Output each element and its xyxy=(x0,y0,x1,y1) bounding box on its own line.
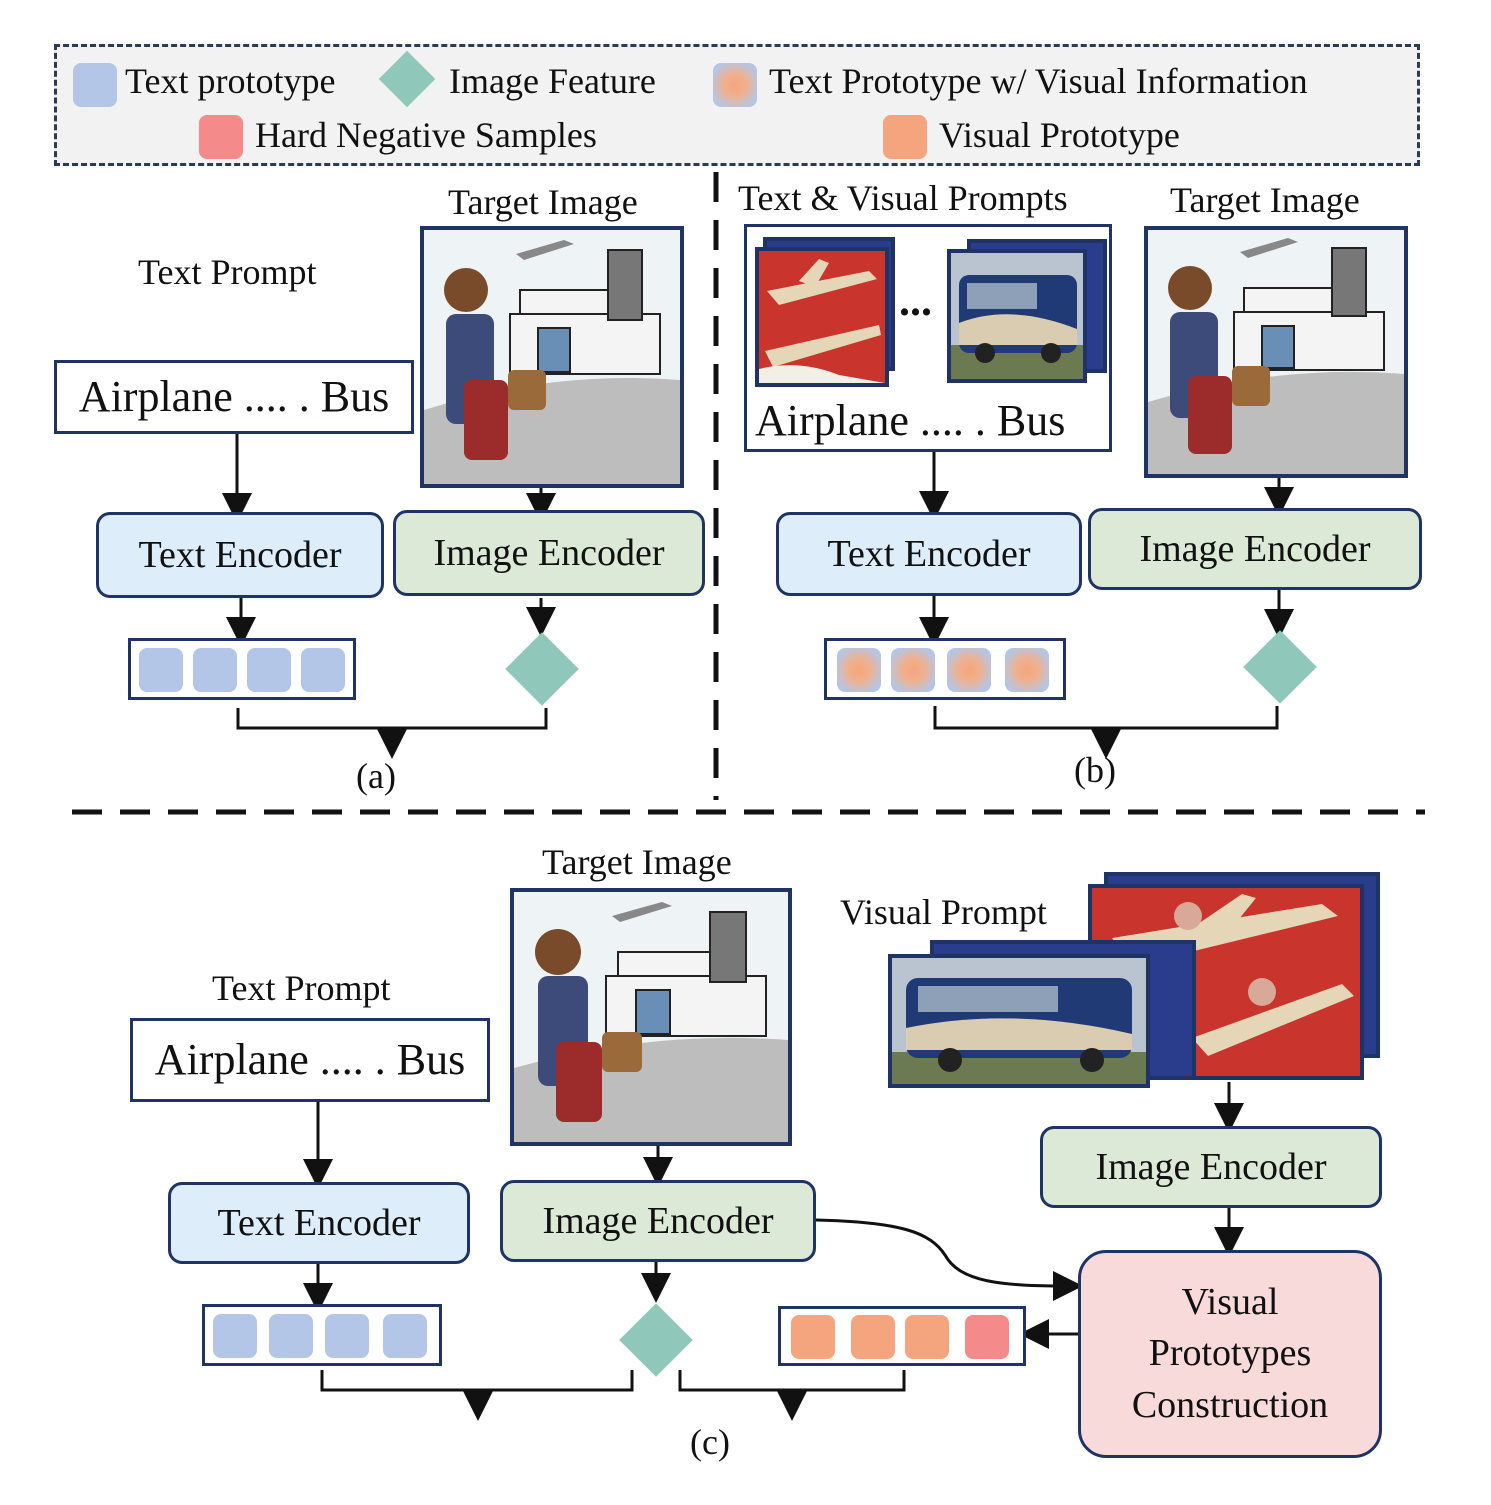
panel-b-target-image xyxy=(1144,226,1408,478)
legend-image-feature-label: Image Feature xyxy=(449,61,656,101)
vpc-line-3: Construction xyxy=(1131,1383,1329,1426)
legend-visual-prototype-swatch xyxy=(883,115,927,159)
legend-text-prototype-swatch xyxy=(73,63,117,107)
panel-b-target-image-label: Target Image xyxy=(1170,180,1360,220)
panel-a-prompt-box: Airplane .... . Bus xyxy=(54,360,414,434)
legend-text-prototype-visual-swatch xyxy=(713,63,757,107)
text-prototype-visual-cell xyxy=(837,648,881,692)
panel-b-airplane-image xyxy=(755,247,889,387)
panel-b-prompts-title: Text & Visual Prompts xyxy=(738,178,1068,218)
legend-text-prototype-visual-label: Text Prototype w/ Visual Information xyxy=(769,61,1308,101)
hard-negative-cell xyxy=(965,1315,1009,1359)
panel-b-bus-image xyxy=(947,249,1087,383)
panel-c-visual-prompt-label: Visual Prompt xyxy=(840,892,1047,932)
panel-b-text-encoder: Text Encoder xyxy=(776,512,1082,596)
panel-c-text-encoder: Text Encoder xyxy=(168,1182,470,1264)
panel-a-text-prototype-vector xyxy=(128,638,356,700)
panel-c-target-image xyxy=(510,888,792,1146)
panel-c-image-encoder-right: Image Encoder xyxy=(1040,1126,1382,1208)
legend: Text prototype Image Feature Text Protot… xyxy=(54,44,1420,166)
airport-scene-icon xyxy=(514,892,788,1142)
panel-b-ellipsis: ... xyxy=(899,276,932,325)
panel-b-caption: (b) xyxy=(1074,750,1116,790)
bus-photo-icon xyxy=(951,253,1083,379)
visual-prototype-cell xyxy=(791,1315,835,1359)
panel-a-caption: (a) xyxy=(356,756,396,796)
text-prototype-cell xyxy=(193,648,237,692)
text-prototype-cell xyxy=(325,1314,369,1358)
text-prototype-cell xyxy=(139,648,183,692)
panel-c-text-prototype-vector xyxy=(202,1304,442,1366)
vpc-line-1: Visual xyxy=(1181,1281,1279,1324)
panel-c-target-image-label: Target Image xyxy=(542,842,732,882)
panel-c-visual-prototypes-construction: Visual Prototypes Construction xyxy=(1078,1250,1382,1458)
visual-prototype-cell xyxy=(905,1315,949,1359)
panel-c-caption: (c) xyxy=(690,1422,730,1462)
legend-hard-negative-label: Hard Negative Samples xyxy=(255,115,597,155)
legend-visual-prototype-label: Visual Prototype xyxy=(939,115,1180,155)
panel-b-text-prototype-visual-vector xyxy=(824,638,1066,700)
vpc-line-2: Prototypes xyxy=(1148,1332,1312,1375)
panel-a-text-prompt-label: Text Prompt xyxy=(138,252,317,292)
panel-c-visual-prototype-vector xyxy=(778,1306,1026,1366)
panel-b-image-encoder: Image Encoder xyxy=(1088,508,1422,590)
text-prototype-visual-cell xyxy=(1005,648,1049,692)
panel-a-target-image xyxy=(420,226,684,488)
panel-b-prompt-text: Airplane .... . Bus xyxy=(755,396,1066,445)
text-prototype-visual-cell xyxy=(891,648,935,692)
legend-text-prototype-label: Text prototype xyxy=(125,61,336,101)
bus-photo-icon xyxy=(892,958,1146,1084)
text-prototype-visual-cell xyxy=(947,648,991,692)
airport-scene-icon xyxy=(424,230,680,484)
text-prototype-cell xyxy=(383,1314,427,1358)
panel-a-target-image-label: Target Image xyxy=(448,182,638,222)
panel-c-bus-image xyxy=(888,954,1150,1088)
panel-b-prompt-box: ... Airplane .... . Bus xyxy=(744,224,1112,452)
text-prototype-cell xyxy=(301,648,345,692)
panel-c-image-encoder: Image Encoder xyxy=(500,1180,816,1262)
panel-a-text-encoder: Text Encoder xyxy=(96,512,384,598)
text-prototype-cell xyxy=(247,648,291,692)
text-prototype-cell xyxy=(269,1314,313,1358)
panel-a-image-encoder: Image Encoder xyxy=(393,510,705,596)
panel-c-prompt-box: Airplane .... . Bus xyxy=(130,1018,490,1102)
visual-prototype-cell xyxy=(851,1315,895,1359)
airplane-poster-icon xyxy=(759,251,885,383)
text-prototype-cell xyxy=(213,1314,257,1358)
panel-c-text-prompt-label: Text Prompt xyxy=(212,968,391,1008)
airport-scene-icon xyxy=(1148,230,1404,474)
legend-hard-negative-swatch xyxy=(199,115,243,159)
